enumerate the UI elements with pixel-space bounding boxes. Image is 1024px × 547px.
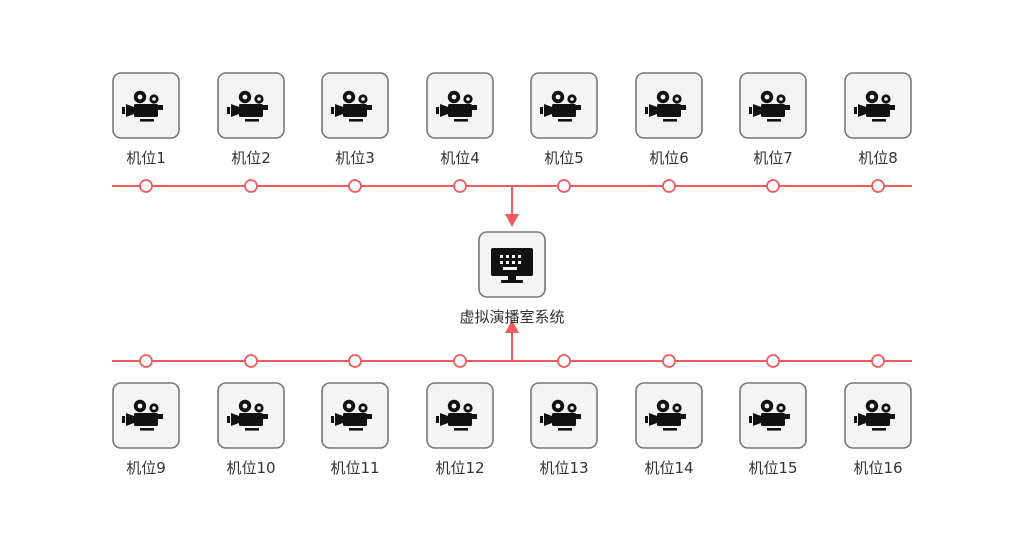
camera-label: 机位11 bbox=[330, 459, 379, 477]
camera-label: 机位13 bbox=[539, 459, 588, 477]
camera-node: 机位6 bbox=[635, 72, 703, 193]
camera-label: 机位1 bbox=[126, 149, 166, 167]
camera-node: 机位2 bbox=[217, 72, 285, 193]
connection-node bbox=[453, 179, 467, 193]
connection-node bbox=[871, 354, 885, 368]
camera-label: 机位6 bbox=[649, 149, 689, 167]
camera-node: 机位4 bbox=[426, 72, 494, 193]
camera-node: 机位5 bbox=[530, 72, 598, 193]
camera-label: 机位8 bbox=[858, 149, 898, 167]
camera-node: 机位10 bbox=[217, 354, 285, 477]
camera-node: 机位13 bbox=[530, 354, 598, 477]
camera-label: 机位4 bbox=[440, 149, 480, 167]
camera-node: 机位8 bbox=[844, 72, 912, 193]
camera-node: 机位11 bbox=[321, 354, 389, 477]
camera-label: 机位15 bbox=[748, 459, 797, 477]
connection-node bbox=[139, 354, 153, 368]
connection-node bbox=[557, 354, 571, 368]
hub-label: 虚拟演播室系统 bbox=[459, 308, 564, 326]
connection-node bbox=[348, 179, 362, 193]
camera-label: 机位12 bbox=[435, 459, 484, 477]
connection-node bbox=[766, 179, 780, 193]
camera-label: 机位7 bbox=[753, 149, 793, 167]
camera-node: 机位3 bbox=[321, 72, 389, 193]
camera-node: 机位12 bbox=[426, 354, 494, 477]
connection-node bbox=[348, 354, 362, 368]
camera-label: 机位16 bbox=[853, 459, 902, 477]
camera-node: 机位1 bbox=[112, 72, 180, 193]
hub-node: 虚拟演播室系统 bbox=[459, 231, 565, 326]
camera-node: 机位15 bbox=[739, 354, 807, 477]
arrowhead-down bbox=[505, 214, 519, 227]
connection-node bbox=[766, 354, 780, 368]
connection-node bbox=[453, 354, 467, 368]
connection-node bbox=[557, 179, 571, 193]
connection-node bbox=[244, 354, 258, 368]
connection-node bbox=[139, 179, 153, 193]
connection-node bbox=[662, 179, 676, 193]
camera-label: 机位3 bbox=[335, 149, 375, 167]
camera-node: 机位14 bbox=[635, 354, 703, 477]
camera-node: 机位7 bbox=[739, 72, 807, 193]
camera-node: 机位9 bbox=[112, 354, 180, 477]
arrowhead-up bbox=[505, 320, 519, 333]
camera-label: 机位9 bbox=[126, 459, 166, 477]
camera-label: 机位14 bbox=[644, 459, 693, 477]
connection-node bbox=[244, 179, 258, 193]
camera-label: 机位2 bbox=[231, 149, 271, 167]
camera-label: 机位5 bbox=[544, 149, 584, 167]
camera-label: 机位10 bbox=[226, 459, 275, 477]
connection-node bbox=[662, 354, 676, 368]
camera-node: 机位16 bbox=[844, 354, 912, 477]
connection-node bbox=[871, 179, 885, 193]
